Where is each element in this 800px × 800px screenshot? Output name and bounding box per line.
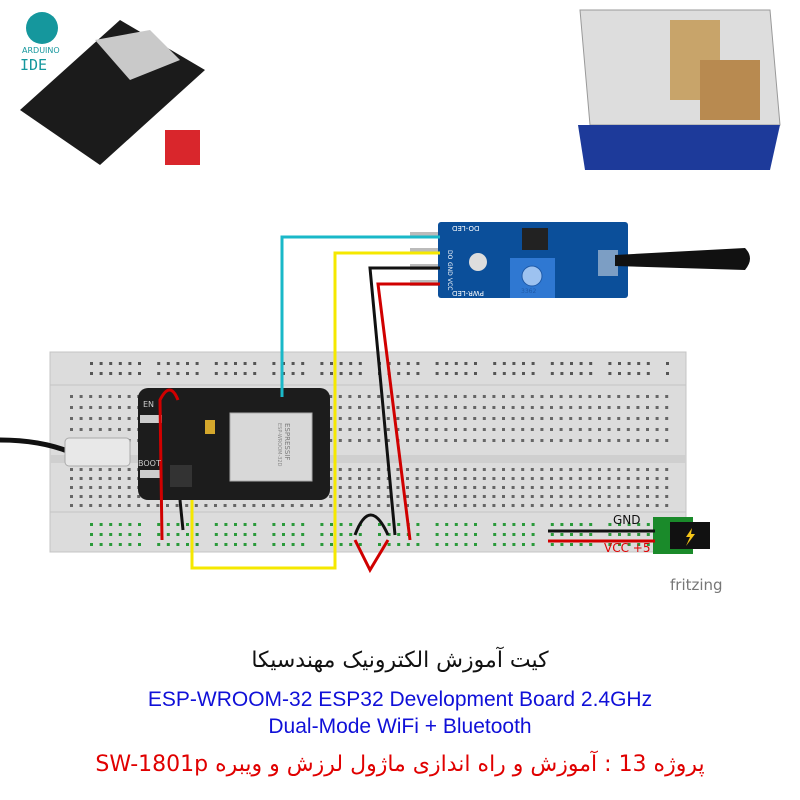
- arduino-logo-text: ARDUINO: [22, 46, 60, 55]
- vibration-sensor-module: [410, 222, 750, 298]
- power-jack: [653, 517, 710, 554]
- esp32-board: [138, 388, 330, 500]
- module-label: ESP-WROOM-32D: [276, 423, 282, 467]
- vcc-label: VCC +5: [604, 541, 651, 555]
- wire-cyan-do: [280, 235, 440, 397]
- caption-line2: Dual-Mode WiFi + Bluetooth: [268, 715, 532, 738]
- usb-cable: [0, 437, 71, 455]
- sensor-pin-gnd: GND: [446, 262, 453, 276]
- caption-line1: ESP-WROOM-32 ESP32 Development Board 2.4…: [147, 688, 653, 711]
- wire-yellow: [190, 251, 440, 570]
- boot-label: BOOT: [138, 459, 161, 468]
- espressif-label: ESPRESSIF: [283, 423, 291, 461]
- sensor-pin-vcc: VCC: [446, 278, 453, 291]
- sensor-pin-do: DO: [446, 250, 453, 260]
- gnd-label: GND: [613, 513, 641, 527]
- circuit-diagram: ARDUINO IDE: [0, 9, 781, 574]
- do-led-label: DO-LED: [452, 224, 480, 232]
- caption-title: کیت آموزش الکترونیک مهندسیکا: [251, 648, 549, 673]
- fritzing-watermark: fritzing: [670, 576, 723, 594]
- svg-text:IDE: IDE: [20, 56, 47, 74]
- usb-plug: [64, 437, 131, 467]
- wire-red-vcc: [376, 282, 440, 541]
- tilt-switch-icon: [615, 248, 750, 270]
- wire-black-esp-gnd: [178, 499, 185, 531]
- wire-black-gnd: [368, 266, 440, 536]
- kit-box-photo: [578, 9, 781, 170]
- espressif-logo: [165, 130, 200, 165]
- esp32-photo: ARDUINO IDE: [20, 12, 205, 165]
- en-label: EN: [143, 400, 155, 409]
- caption-project: پروژه 13 : آموزش و راه اندازی ماژول لرزش…: [95, 752, 705, 777]
- pwr-led-label: PWR-LED: [452, 289, 484, 297]
- lightning-icon: [686, 528, 695, 546]
- potentiometer-label: 3362: [521, 288, 537, 295]
- wire-red-vin: [158, 388, 180, 541]
